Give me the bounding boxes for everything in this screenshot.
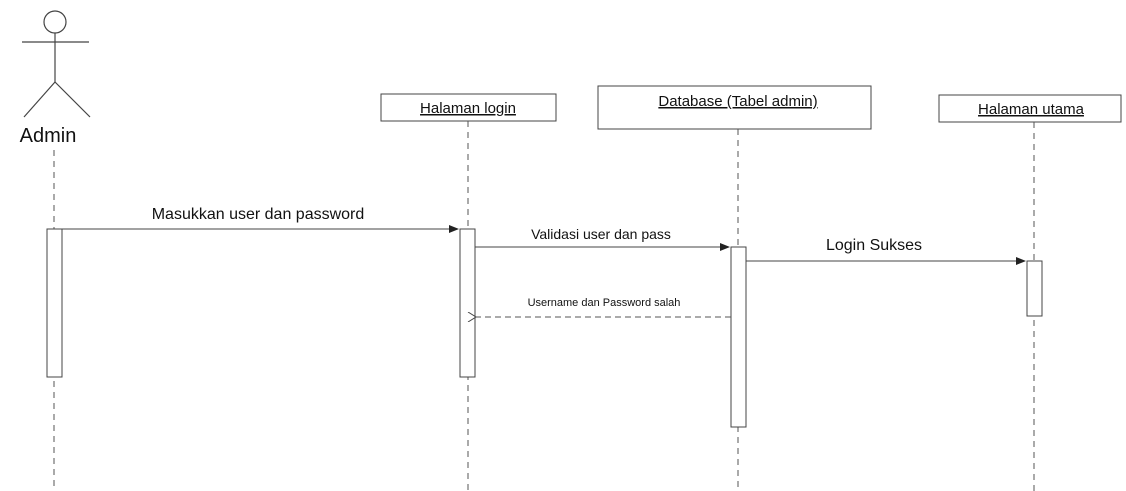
message-validasi-label: Validasi user dan pass: [531, 226, 671, 242]
activation-admin: [46, 228, 63, 378]
activation-halaman-utama: [1026, 260, 1043, 317]
actor-figure-icon: [22, 10, 91, 118]
message-login-sukses: Login Sukses: [746, 237, 1026, 265]
actor-admin: Admin: [20, 10, 91, 147]
message-login-sukses-label: Login Sukses: [826, 237, 922, 254]
message-username-salah-label: Username dan Password salah: [528, 297, 681, 309]
lifeline-halaman-login-head: Halaman login: [380, 93, 557, 122]
message-masukkan: Masukkan user dan password: [62, 206, 459, 233]
lifeline-halaman-utama-label: Halaman utama: [978, 101, 1085, 118]
lifeline-database-label: Database (Tabel admin): [658, 93, 817, 110]
lifeline-halaman-login-label: Halaman login: [420, 100, 516, 117]
lifeline-database-head: Database (Tabel admin): [597, 85, 872, 130]
message-masukkan-label: Masukkan user dan password: [152, 206, 365, 223]
message-username-salah: Username dan Password salah: [476, 297, 731, 317]
lifeline-halaman-utama-head: Halaman utama: [938, 94, 1122, 123]
actor-admin-label: Admin: [20, 125, 77, 147]
activation-halaman-login: [459, 228, 476, 378]
activation-database: [730, 246, 747, 428]
message-validasi: Validasi user dan pass: [475, 226, 730, 251]
